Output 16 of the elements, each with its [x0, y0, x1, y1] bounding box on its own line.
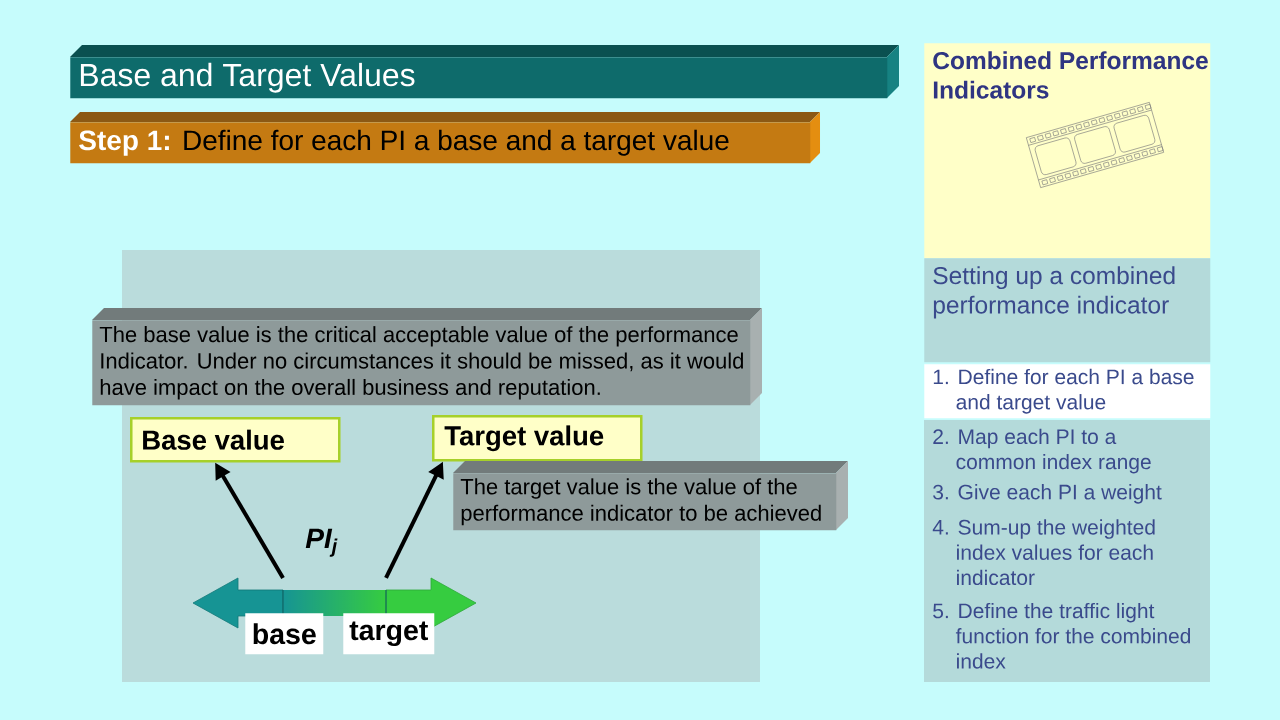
heading-box: Combined Performance Indicators	[924, 43, 1211, 259]
symbol-label: PI$_{j}$	[305, 528, 338, 557]
list-item: 5. Define the traffic light function for the combined index	[933, 602, 1191, 669]
section-box: Setting up a combined performance indicator	[924, 258, 1211, 363]
label-box: target	[343, 613, 435, 655]
label-box: base	[245, 613, 324, 655]
list-item: 3. Give each PI a weight	[933, 484, 1162, 504]
list-item: 4. Sum-up the weighted index values for each indicator	[932, 519, 1155, 586]
step-bar: Step 1: Define for each PI a base and a target value	[70, 112, 820, 164]
list-item: 2. Map each PI to a common index range	[933, 428, 1151, 474]
list-item: 1. Define for each PI a base and target value	[924, 364, 1211, 419]
callout-box: The base value is the critical acceptable value of the performance Indicator. Under no circumstances it should be missed, as it would have impact on the overall business and reputation.	[92, 308, 762, 406]
callout-box: The target value is the value of the performance indicator to be achieved	[453, 461, 848, 531]
label-box: Base value	[130, 417, 341, 463]
title-bar: Base and Target Values	[70, 45, 899, 99]
label-box: Target value	[432, 415, 643, 462]
